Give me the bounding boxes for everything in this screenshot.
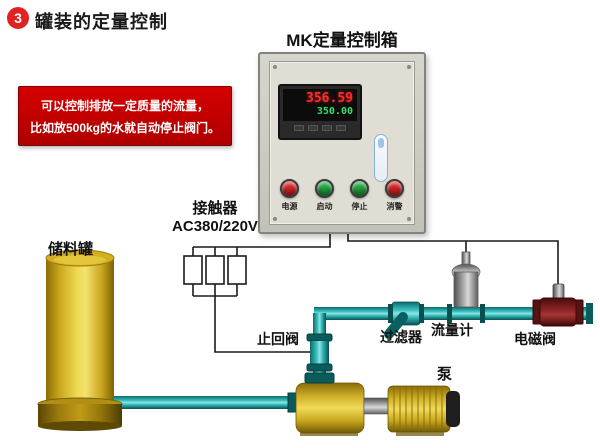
filter [384, 301, 424, 339]
digital-meter: 356.59 350.00 [278, 84, 362, 140]
panel-button-alarm-clear: 消警 [378, 179, 412, 212]
wires [192, 234, 559, 353]
level-indicator-fill [378, 138, 384, 148]
filter-label: 过滤器 [380, 329, 422, 345]
control-cabinet: 356.59 350.00 电源 [258, 52, 426, 234]
flow-meter [447, 251, 485, 323]
meter-key-icon [336, 125, 346, 131]
panel-button-stop: 停止 [343, 179, 377, 212]
screw-icon [407, 217, 411, 221]
note-line-2: 比如放500kg的水就自动停止阀门。 [29, 121, 221, 135]
start-button-label: 启动 [316, 202, 333, 211]
screw-icon [273, 65, 277, 69]
stop-button-label: 停止 [351, 202, 368, 211]
alarm-clear-button-icon [385, 179, 404, 198]
section-number-badge: 3 [7, 7, 29, 29]
pump-unit [287, 372, 460, 436]
pump-label: 泵 [437, 366, 453, 383]
stop-button-icon [350, 179, 369, 198]
contactor-label: 接触器 AC380/220V [148, 200, 282, 236]
panel-button-start: 启动 [308, 179, 342, 212]
solenoid-valve-label: 电磁阀 [514, 331, 556, 347]
description-note: 可以控制排放一定质量的流量， 比如放500kg的水就自动停止阀门。 [18, 86, 232, 146]
cabinet-panel: 356.59 350.00 电源 [269, 61, 415, 225]
check-valve-label: 止回阀 [257, 331, 299, 347]
meter-key-icon [308, 125, 318, 131]
screw-icon [273, 217, 277, 221]
contactor-symbol [183, 255, 247, 285]
check-valve [306, 333, 333, 372]
level-indicator [374, 134, 388, 182]
meter-value-secondary: 350.00 [316, 106, 353, 117]
start-button-icon [315, 179, 334, 198]
control-box-title: MK定量控制箱 [286, 31, 398, 50]
flow-meter-label: 流量计 [431, 322, 473, 338]
contactor-name: 接触器 [192, 200, 238, 217]
storage-tank [37, 249, 123, 431]
power-button-label: 电源 [281, 202, 298, 211]
screw-icon [407, 65, 411, 69]
alarm-clear-button-label: 消警 [386, 202, 403, 211]
panel-button-row: 电源 启动 停止 消警 [272, 179, 412, 212]
meter-key-icon [322, 125, 332, 131]
tank-label: 储料罐 [48, 241, 94, 258]
page-title: 罐装的定量控制 [35, 12, 168, 32]
meter-keys [283, 125, 357, 131]
solenoid-valve [532, 283, 584, 327]
power-button-icon [280, 179, 299, 198]
meter-key-icon [294, 125, 304, 131]
contactor-spec: AC380/220V [172, 218, 258, 235]
note-line-1: 可以控制排放一定质量的流量， [40, 99, 209, 113]
meter-screen: 356.59 350.00 [283, 89, 357, 121]
meter-value-primary: 356.59 [306, 91, 353, 106]
panel-button-power: 电源 [273, 179, 307, 212]
